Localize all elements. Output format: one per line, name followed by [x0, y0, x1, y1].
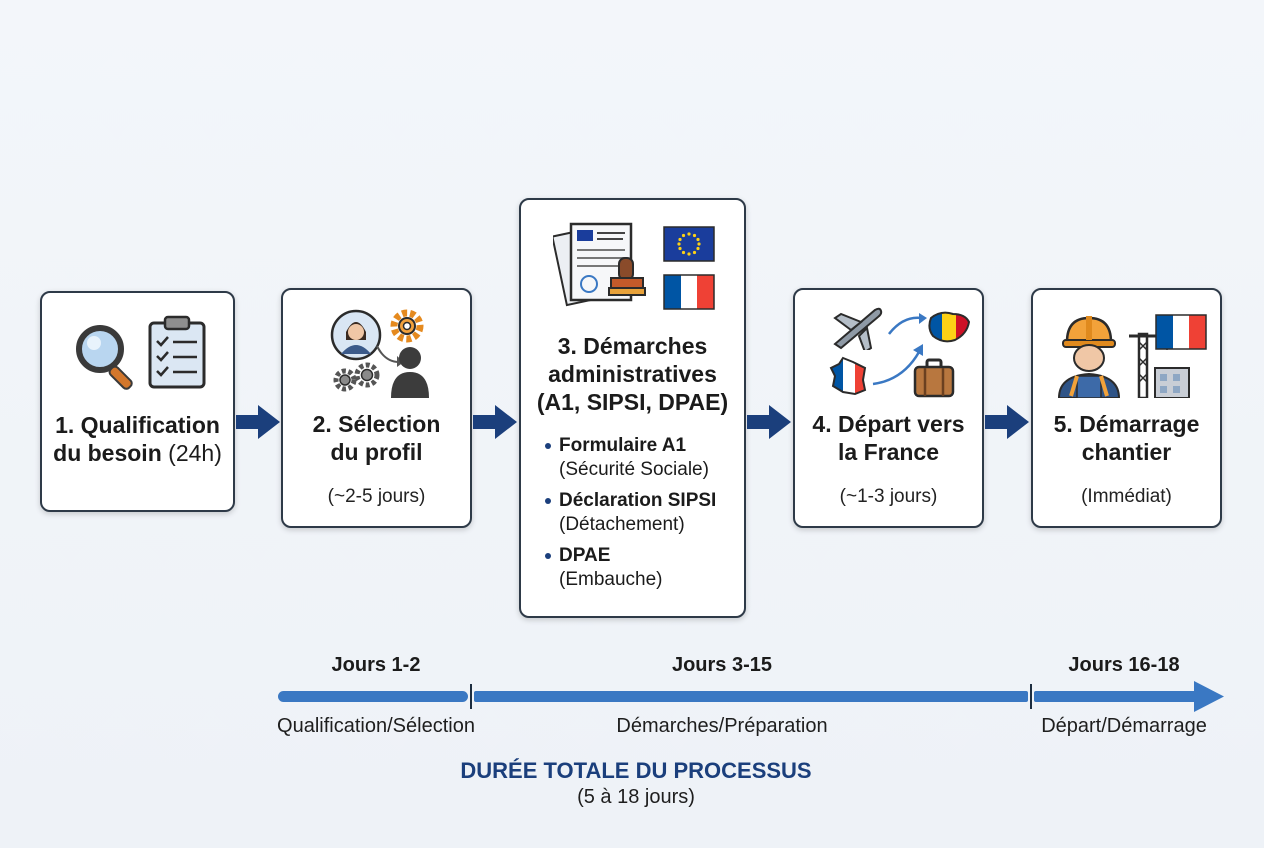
- step-4-card: 4. Départ vers la France (~1-3 jours): [793, 288, 984, 528]
- step-5-duration: (Immédiat): [1081, 486, 1172, 507]
- step-5-title-line2: chantier: [1081, 439, 1172, 465]
- worker-silhouette-icon: [391, 347, 429, 398]
- step-5-title-line1: 5. Démarrage: [1053, 411, 1200, 437]
- timeline-phase-3-sub: Départ/Démarrage: [1041, 715, 1207, 737]
- step-5-card: 5. Démarrage chantier (Immédiat): [1031, 288, 1222, 528]
- arrow-small-icon: [888, 313, 927, 335]
- total-duration-sub: (5 à 18 jours): [577, 786, 695, 808]
- step-2-title-line2: du profil: [330, 439, 423, 465]
- step-2-duration: (~2-5 jours): [327, 486, 426, 507]
- magnifier-icon: [76, 325, 133, 390]
- item-note: (Embauche): [559, 569, 663, 590]
- step-1-card: 1. Qualification du besoin (24h): [40, 291, 235, 512]
- timeline-phase-3-label: Jours 16-18: [1068, 654, 1180, 676]
- step-1-title-line2: du besoin: [53, 440, 162, 466]
- step-3-item-list: Formulaire A1 (Sécurité Sociale) Déclara…: [543, 434, 716, 599]
- step-4-duration: (~1-3 jours): [839, 486, 938, 507]
- timeline-bar: [278, 681, 1224, 712]
- step-4-title-line2: la France: [838, 439, 939, 465]
- romania-map-icon: [928, 311, 971, 343]
- timeline-phase-1-label: Jours 1-2: [331, 654, 421, 676]
- gears-icon: [333, 362, 380, 392]
- person-avatar-icon: [330, 309, 382, 361]
- step-4-title-line1: 4. Départ vers: [812, 411, 965, 437]
- france-map-icon: [829, 356, 867, 396]
- step-3-title-line2: administratives: [548, 361, 717, 387]
- suitcase-icon: [913, 358, 955, 398]
- list-item: Formulaire A1 (Sécurité Sociale): [543, 434, 716, 482]
- item-title: Formulaire A1: [559, 435, 687, 456]
- france-flag-icon: [1155, 314, 1207, 350]
- step-3-title-line1: 3. Démarches: [557, 333, 708, 359]
- item-title: Déclaration SIPSI: [559, 490, 717, 511]
- item-title: DPAE: [559, 545, 611, 566]
- step-1-title-line1: 1. Qualification: [55, 412, 220, 438]
- timeline-phase-1-sub: Qualification/Sélection: [277, 715, 475, 737]
- total-duration-title: DURÉE TOTALE DU PROCESSUS: [460, 758, 812, 783]
- list-item: Déclaration SIPSI (Détachement): [543, 489, 716, 537]
- item-note: (Sécurité Sociale): [559, 459, 709, 480]
- step-2-card: 2. Sélection du profil (~2-5 jours): [281, 288, 472, 528]
- arrow-small-icon: [872, 344, 923, 386]
- step-1-duration: (24h): [168, 440, 222, 466]
- airplane-icon: [833, 307, 883, 350]
- clipboard-checklist-icon: [148, 315, 206, 389]
- gears-icon: [390, 309, 424, 343]
- timeline-phase-2-sub: Démarches/Préparation: [616, 715, 828, 737]
- list-item: DPAE (Embauche): [543, 544, 716, 592]
- step-2-title-line1: 2. Sélection: [312, 411, 441, 437]
- documents-stamp-icon: [553, 222, 646, 307]
- arrow-1-2: [236, 405, 280, 439]
- arrow-2-3: [473, 405, 517, 439]
- step-3-title-line3: (A1, SIPSI, DPAE): [536, 389, 729, 415]
- eu-flag-icon: [663, 226, 715, 262]
- item-note: (Détachement): [559, 514, 685, 535]
- crane-icon: [1129, 332, 1190, 398]
- step-3-card: 3. Démarches administratives (A1, SIPSI,…: [519, 198, 746, 618]
- arrow-3-4: [747, 405, 791, 439]
- timeline-phase-2-label: Jours 3-15: [671, 654, 773, 676]
- france-flag-icon: [663, 274, 715, 310]
- construction-worker-icon: [1057, 316, 1121, 398]
- arrow-4-5: [985, 405, 1029, 439]
